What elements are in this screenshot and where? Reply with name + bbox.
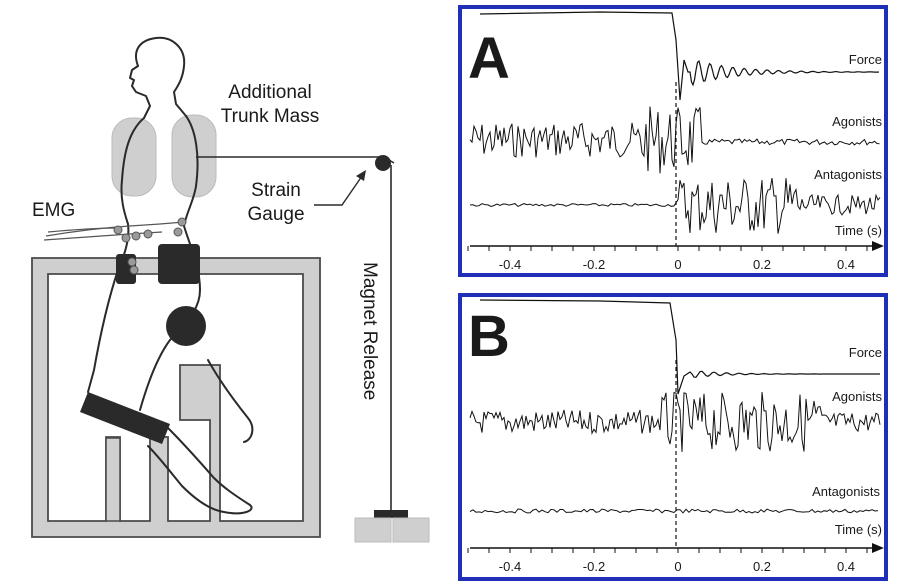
knee-pivot [166,306,206,346]
panel-b-ticks: -0.4 -0.2 0 0.2 0.4 [467,548,868,574]
label-emg: EMG [32,200,75,221]
panel-a-force-trace [479,11,880,101]
tick-label: -0.4 [499,257,521,272]
label-gauge: Gauge [247,204,304,225]
label-strain: Strain [251,180,301,201]
panel-a-axis-arrow [872,241,884,251]
pulley [375,155,391,171]
tick-label: 0.4 [837,559,855,574]
panel-b-agonists-label: Agonists [832,389,882,404]
label-trunk-mass: Trunk Mass [221,106,320,127]
trunk-mass-pads [111,114,217,198]
panel-a-antagonists-label: Antagonists [814,167,882,182]
panel-a: A Force Agonists Antagonists Time (s) -0… [458,5,888,277]
panel-b-force-label: Force [849,345,882,360]
panel-a-antagonists-trace [469,178,881,234]
tick-label: 0.2 [753,559,771,574]
panel-b-force-trace [479,299,880,395]
panel-b: B Force Agonists Antagonists Time (s) -0… [458,293,888,581]
tick-label: 0 [674,559,681,574]
magnet-base [354,510,430,543]
tick-label: -0.2 [583,257,605,272]
panel-b-antagonists-label: Antagonists [812,484,880,499]
tick-label: 0.2 [753,257,771,272]
panel-b-antagonists-trace [469,508,879,514]
apparatus-diagram: Additional Trunk Mass Strain Gauge EMG M… [31,36,430,543]
emg-electrodes [113,217,187,275]
panel-b-border [458,293,888,581]
tick-label: -0.2 [583,559,605,574]
label-additional: Additional [228,82,311,103]
support-frame [31,257,321,538]
panel-b-axis-label: Time (s) [835,522,882,537]
tick-label: 0.4 [837,257,855,272]
pelvis-block [158,244,200,284]
panel-b-letter: B [468,304,510,369]
panel-a-ticks: -0.4 -0.2 0 0.2 0.4 [467,246,868,272]
panel-a-letter: A [468,26,510,91]
panel-a-agonists-label: Agonists [832,114,882,129]
thigh-pad [80,392,170,444]
panel-a-force-label: Force [849,52,882,67]
tick-label: 0 [674,257,681,272]
panel-a-axis-label: Time (s) [835,223,882,238]
tick-label: -0.4 [499,559,521,574]
panel-b-axis-arrow [872,543,884,553]
label-magnet-release: Magnet Release [359,262,380,400]
panel-a-agonists-trace [469,106,880,174]
panel-b-agonists-trace [469,391,881,452]
arms [43,221,185,241]
strain-gauge-arrow [314,170,366,206]
panel-a-border [458,5,888,277]
